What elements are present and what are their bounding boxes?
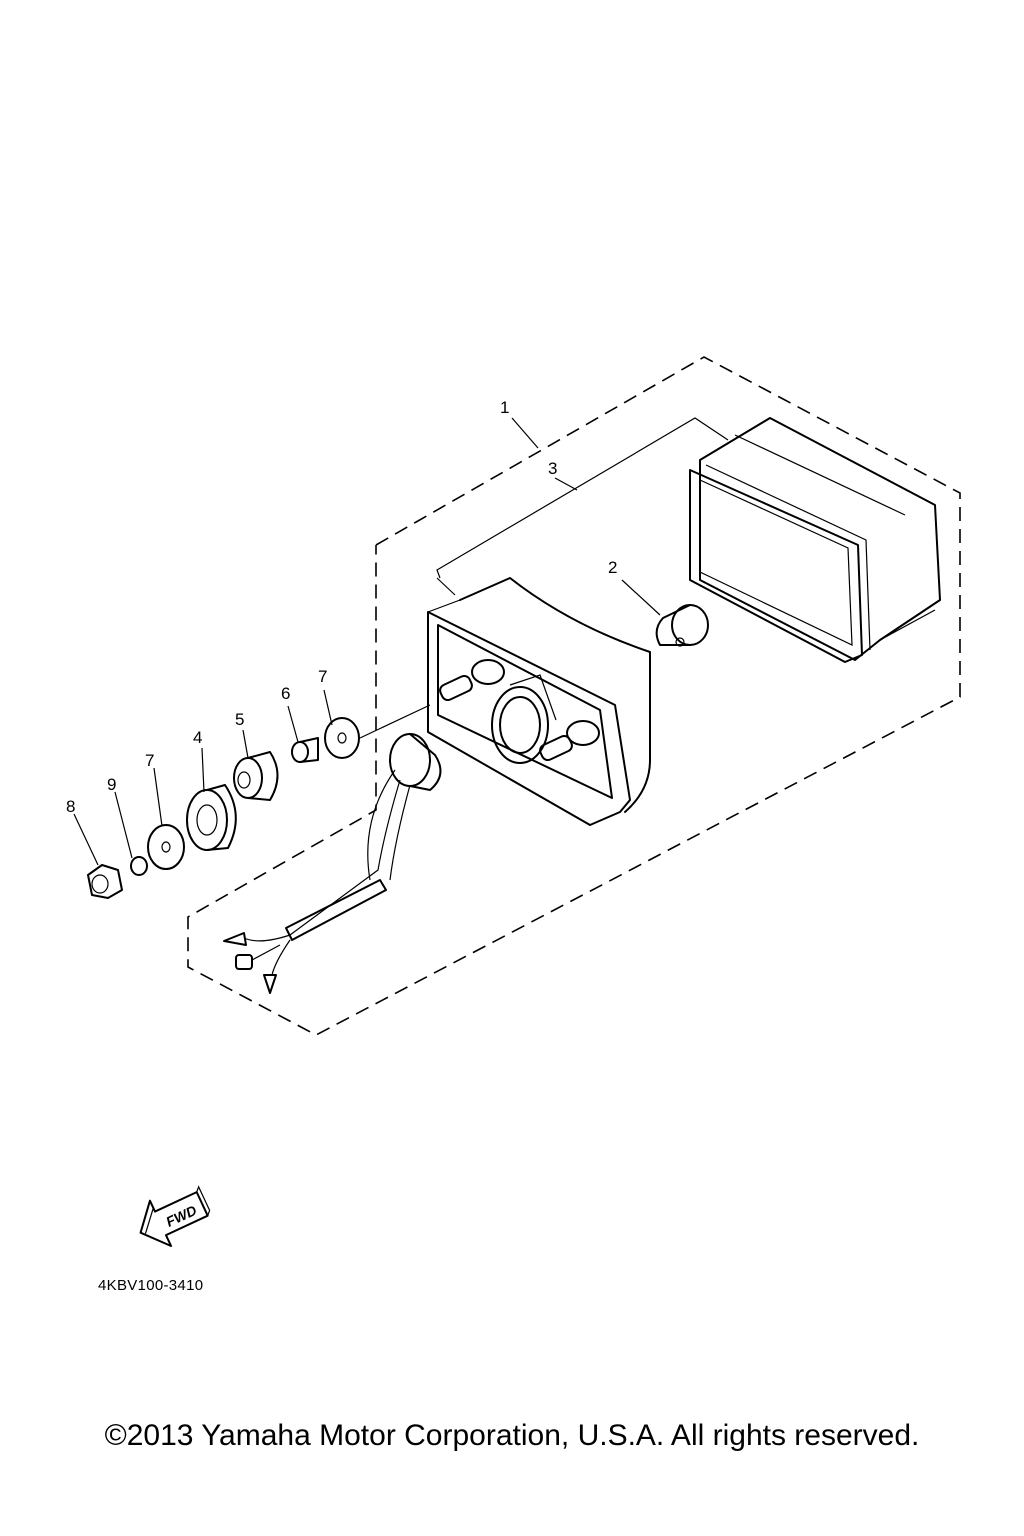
callout-9: 9: [107, 775, 116, 794]
part-4-damper: [186, 784, 237, 851]
part-2-bulb: [655, 604, 709, 647]
callout-4: 4: [193, 728, 202, 747]
callout-6: 6: [281, 684, 290, 703]
callout-8: 8: [66, 797, 75, 816]
callout-2: 2: [608, 558, 617, 577]
part-7-washer-upper: [324, 717, 360, 759]
callout-7-lower: 7: [145, 751, 154, 770]
copyright-notice: ©2013 Yamaha Motor Corporation, U.S.A. A…: [104, 1419, 920, 1452]
part-9-lock-washer: [130, 856, 148, 876]
socket-harness: [223, 733, 442, 994]
part-5-grommet: [233, 751, 279, 801]
callout-7-upper: 7: [318, 667, 327, 686]
callout-labels: 1 3 2 7 6 5 4 7 9 8: [66, 398, 617, 816]
callout-5: 5: [235, 710, 244, 729]
assembly-boundary: [187, 356, 961, 1036]
part-7-washer-lower: [147, 824, 185, 870]
fwd-arrow-icon: FWD: [139, 1185, 211, 1248]
part-6-collar: [291, 737, 319, 763]
callout-3: 3: [548, 459, 557, 478]
leader-lines: [73, 417, 729, 866]
housing-base: [427, 577, 651, 826]
diagram-code: 4KBV100-3410: [98, 1277, 204, 1294]
part-3-lens: [689, 417, 941, 663]
part-8-nut: [87, 864, 123, 899]
callout-1: 1: [500, 398, 509, 417]
